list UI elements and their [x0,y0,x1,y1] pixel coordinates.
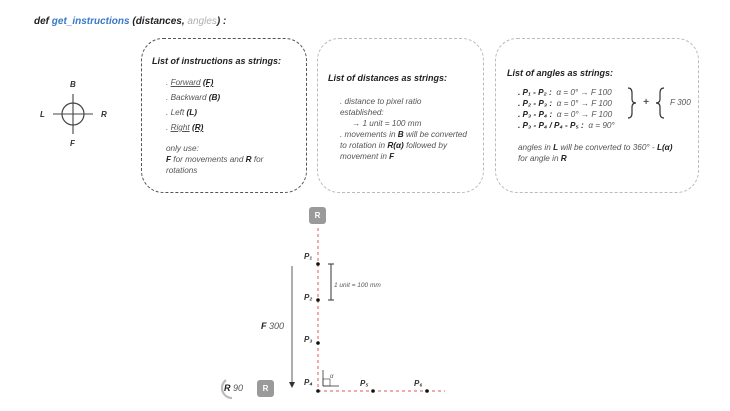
instruction-right: . Right (R) [166,123,204,132]
instruction-forward: . Forward (F) [166,78,214,87]
instructions-box [141,38,307,193]
instruction-backward: . Backward (B) [166,93,221,102]
r90-label: R 90 [224,383,244,393]
instructions-note: only use: F for movements and R for rota… [166,144,264,175]
point-p2 [316,298,320,302]
label-p5: P₅ [360,379,369,388]
path-points [316,262,429,393]
function-name: get_instructions [51,16,130,27]
arg-distances: distances, [135,16,185,27]
def-keyword: def [34,16,49,27]
angle-marker [322,370,339,387]
distances-box [317,38,484,193]
robot-bottom-badge: R [257,380,274,397]
rotation-arc-icon [220,379,233,400]
function-signature: def get_instructions (distances, angles)… [34,16,226,27]
angle-row-3: . P₃ - P₄ : α = 0° → F 100 [518,110,613,119]
f300-label: F 300 [261,321,285,331]
robot-top-badge: R [309,207,326,224]
distances-text: . distance to pixel ratio established: →… [340,97,467,161]
angle-row-4: . P₃ - P₄ / P₄ - P₅ : α = 90° [518,121,615,130]
angles-heading: List of angles as strings: [507,68,614,78]
point-p1 [316,262,320,266]
angle-row-1: . P₁ - P₂ : α = 0° → F 100 [518,88,612,97]
point-p3 [316,341,320,345]
angles-sum: F 300 [670,98,691,107]
unit-label: 1 unit = 100 mm [334,282,381,289]
point-p4 [316,389,320,393]
instruction-left: . Left (L) [166,108,197,117]
f300-arrow [289,266,295,388]
label-p3: P₃ [304,335,313,344]
close-brace-icon [627,87,637,119]
close-paren: ) : [216,16,227,27]
unit-bracket [328,263,334,301]
open-brace-icon [655,87,665,119]
compass-icon [53,94,93,134]
angle-symbol: α [330,374,334,380]
label-p6: P₆ [414,379,423,388]
angles-box [495,38,699,193]
label-p4: P₄ [304,378,313,387]
instructions-heading: List of instructions as strings: [152,56,282,66]
open-paren: ( [132,16,136,27]
compass-right-label: R [101,110,107,119]
point-p6 [425,389,429,393]
compass-left-label: L [40,110,45,119]
angle-row-2: . P₂ - P₃ : α = 0° → F 100 [518,99,612,108]
distances-heading: List of distances as strings: [328,73,448,83]
compass-top-label: B [70,80,76,89]
plus-sign: + [643,97,649,108]
point-p5 [371,389,375,393]
label-p1: P₁ [304,252,313,261]
label-p2: P₂ [304,293,313,302]
angles-note: angles in L will be converted to 360° - … [518,143,673,163]
compass-bottom-label: F [70,139,75,148]
arg-angles: angles [187,16,217,27]
